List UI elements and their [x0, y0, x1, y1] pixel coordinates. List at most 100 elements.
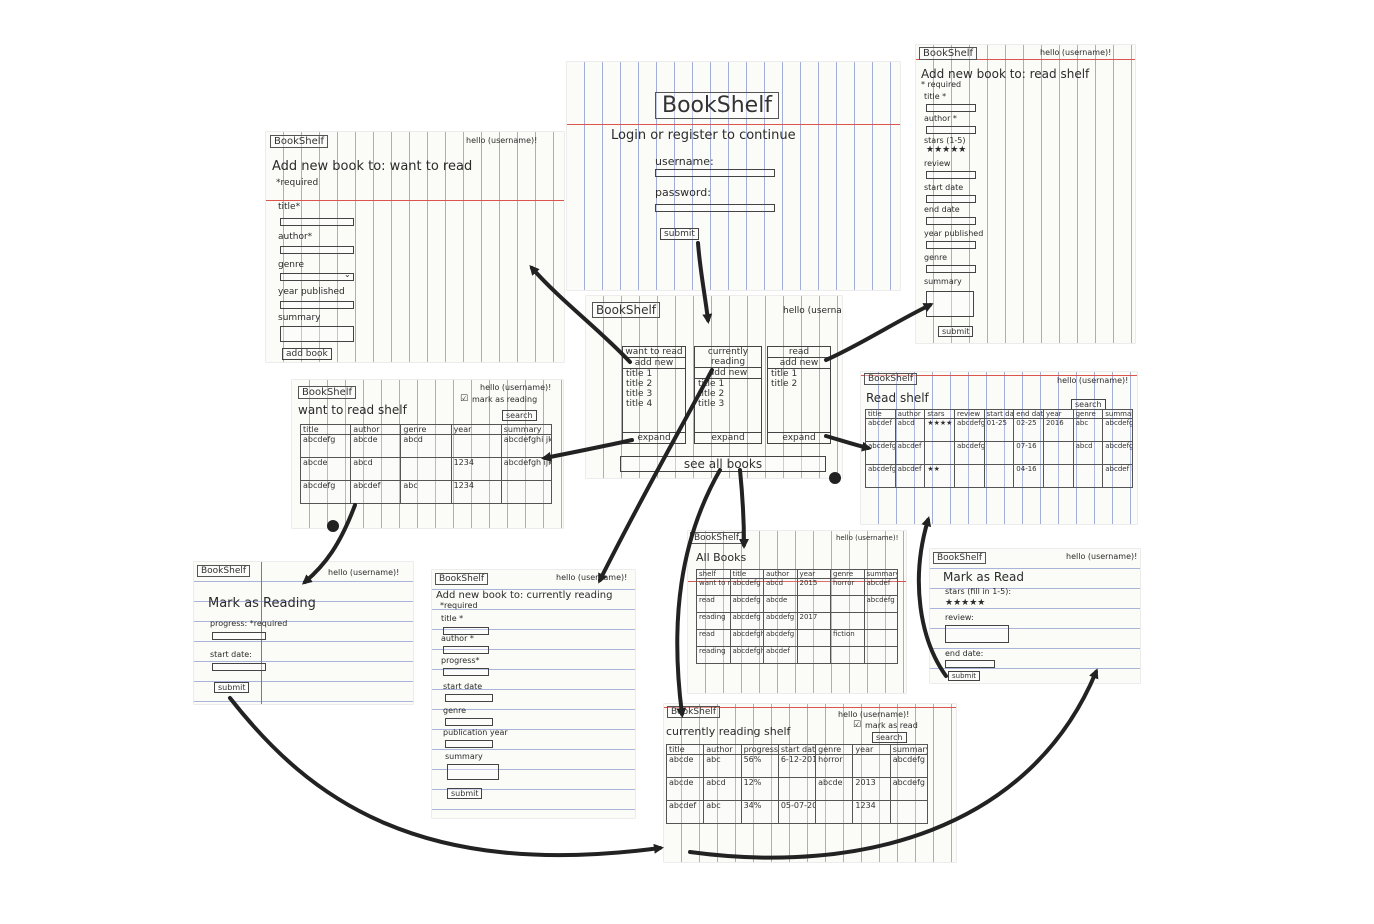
summary-field[interactable]: [926, 291, 974, 317]
table-row[interactable]: abcdefgabcdefabcdefghi jklmnop07-16abcda…: [865, 441, 1133, 465]
add-new-button[interactable]: add new: [768, 358, 830, 369]
start-date-field[interactable]: [212, 663, 266, 671]
title-field[interactable]: [926, 104, 976, 112]
login-submit-button[interactable]: submit: [660, 228, 699, 240]
table-cell: abcdefgh ijklmnop: [953, 418, 985, 442]
list-item[interactable]: title 2: [698, 389, 725, 399]
table-cell: 01-25: [983, 418, 1015, 442]
mark-as-reading-link[interactable]: mark as reading: [472, 395, 538, 404]
table-row[interactable]: want to readabcdefgabcd2015horrorabcdef: [696, 578, 898, 596]
list-item[interactable]: title 4: [626, 399, 653, 409]
table-cell: abcdefg hijklm: [863, 595, 898, 613]
list-item[interactable]: title 1: [698, 379, 725, 389]
submit-button[interactable]: submit: [447, 788, 483, 799]
genre-field[interactable]: [445, 718, 493, 726]
year-field[interactable]: [280, 301, 354, 309]
list-item[interactable]: title 2: [771, 379, 798, 389]
summary-field[interactable]: [447, 764, 499, 780]
column-title: want to read: [623, 347, 685, 358]
submit-button[interactable]: submit: [938, 326, 974, 337]
table-row[interactable]: readingabcdefghiabcdef: [696, 646, 898, 664]
column-header: summary: [500, 424, 553, 435]
genre-select[interactable]: [280, 273, 354, 281]
star-rating[interactable]: ★★★★★: [926, 145, 967, 155]
column-header: author: [350, 424, 402, 435]
expand-button[interactable]: expand: [768, 432, 830, 443]
author-field[interactable]: [443, 646, 489, 654]
field-label: title *: [441, 614, 464, 623]
search-button[interactable]: search: [872, 732, 907, 743]
submit-button[interactable]: submit: [214, 682, 250, 693]
column-header: title: [729, 569, 764, 579]
expand-button[interactable]: expand: [623, 432, 685, 443]
year-field[interactable]: [926, 241, 976, 249]
login-sheet: BookShelf Login or register to continue …: [567, 62, 900, 290]
list-item[interactable]: title 2: [626, 379, 653, 389]
title-field[interactable]: [280, 218, 354, 226]
list-item[interactable]: title 1: [626, 369, 653, 379]
table-cell: abcdefg: [729, 612, 764, 630]
table-cell: abcd: [703, 777, 742, 801]
end-date-field[interactable]: [945, 660, 995, 668]
want-shelf-sheet: BookShelf hello (username)! ☑ mark as re…: [292, 380, 563, 528]
field-label: review: [924, 159, 951, 168]
greeting: hello (username)!: [1066, 552, 1138, 561]
end-date-field[interactable]: [926, 217, 976, 225]
table-cell: abcdef: [894, 464, 926, 488]
expand-button[interactable]: expand: [695, 432, 761, 443]
table-cell: abcdefghi: [865, 464, 896, 488]
table-cell: 2017: [796, 612, 831, 630]
review-field[interactable]: [926, 171, 976, 179]
table-cell: abcdefg: [299, 434, 352, 458]
greeting: hello (username)!: [480, 383, 552, 392]
search-button[interactable]: search: [502, 410, 537, 421]
see-all-books-button[interactable]: see all books: [620, 456, 826, 472]
form-title: Add new book to: read shelf: [921, 67, 1090, 81]
star-rating[interactable]: ★★★★★: [945, 598, 986, 608]
add-book-button[interactable]: add book: [282, 348, 332, 360]
start-date-field[interactable]: [445, 694, 493, 702]
password-field[interactable]: [655, 204, 775, 212]
title-field[interactable]: [443, 627, 489, 635]
field-label: stars (fill in 1-5):: [945, 587, 1012, 596]
table-cell: abcdefghi jklmnopqr: [500, 434, 553, 458]
list-item[interactable]: title 3: [698, 399, 725, 409]
summary-field[interactable]: [280, 326, 354, 342]
margin-line: [261, 562, 262, 704]
table-cell: 04-16: [1013, 464, 1044, 488]
username-field[interactable]: [655, 169, 775, 177]
margin-line: [916, 59, 1135, 60]
mark-as-read-link[interactable]: mark as read: [865, 721, 918, 730]
table-cell: abcd: [894, 418, 926, 442]
list-item[interactable]: title 1: [771, 369, 798, 379]
genre-field[interactable]: [926, 265, 976, 273]
add-new-button[interactable]: add new: [695, 368, 761, 379]
review-field[interactable]: [945, 625, 1009, 643]
add-new-button[interactable]: add new: [623, 358, 685, 369]
list-item[interactable]: title 3: [626, 389, 653, 399]
submit-button[interactable]: submit: [948, 671, 981, 681]
table-cell: [863, 612, 898, 630]
publication-year-field[interactable]: [445, 740, 493, 748]
field-label: genre: [924, 253, 948, 262]
progress-field[interactable]: [443, 668, 489, 676]
author-field[interactable]: [280, 246, 354, 254]
page-title: All Books: [696, 551, 747, 564]
progress-field[interactable]: [212, 632, 266, 640]
author-field[interactable]: [926, 126, 976, 134]
start-date-field[interactable]: [926, 195, 976, 203]
column-header: progress: [740, 744, 779, 755]
